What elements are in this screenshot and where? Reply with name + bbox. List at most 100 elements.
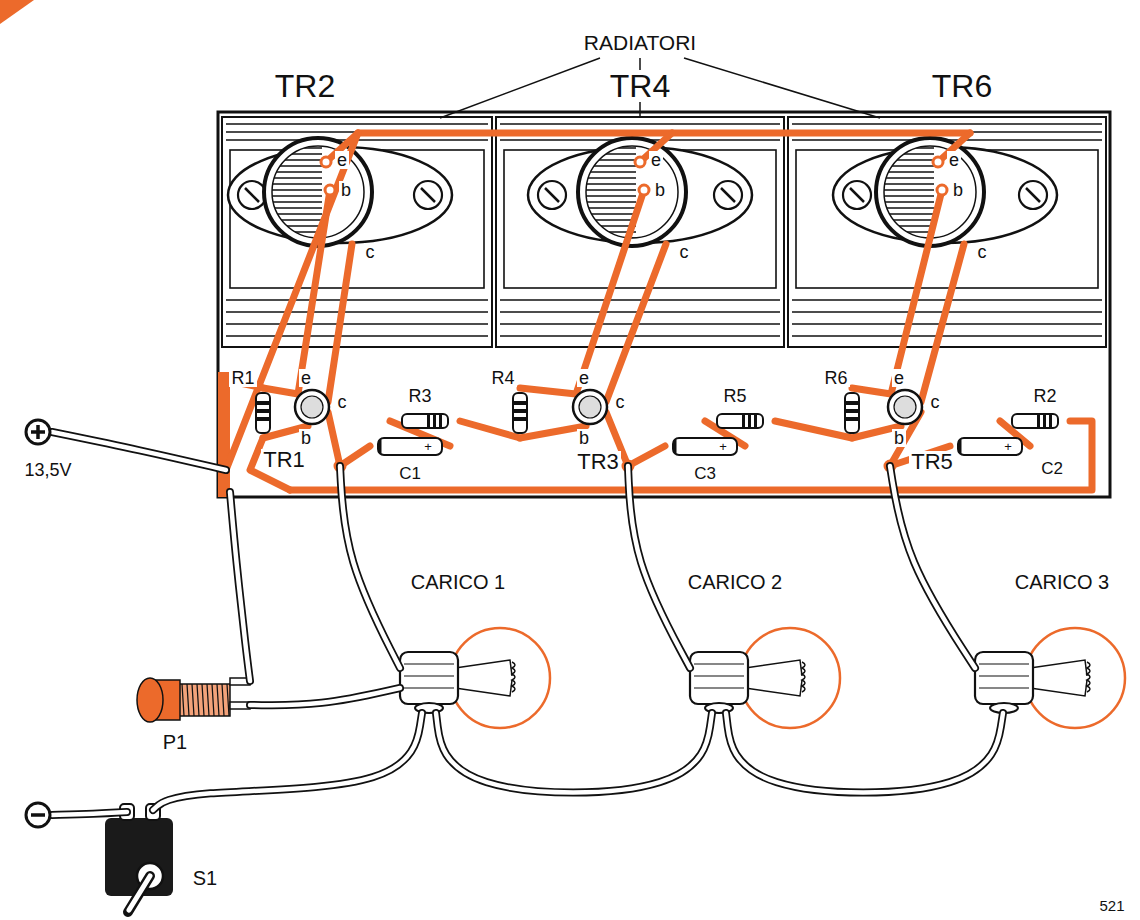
resistor-symbol (717, 414, 763, 428)
copper-trace (460, 421, 520, 438)
copper-trace (328, 244, 352, 402)
toggle-switch (105, 804, 173, 912)
pin-label: b (653, 181, 667, 199)
solder-pad (933, 157, 943, 167)
radiator-caption: RADIATORI (582, 32, 698, 53)
wire-core (52, 432, 226, 470)
copper-trace (775, 421, 852, 438)
solder-pad (937, 185, 947, 195)
wire (340, 466, 400, 668)
pin-label: e (947, 151, 961, 169)
small-transistor (573, 390, 607, 424)
page-number: 521 (1097, 898, 1126, 913)
small-transistor (295, 390, 329, 424)
copper-trace (358, 130, 970, 137)
pin-label: c (364, 243, 377, 261)
push-button (137, 678, 250, 722)
wire-core (52, 812, 127, 815)
load-label: CARICO 1 (409, 572, 507, 592)
pin-label: c (678, 243, 691, 261)
wire-core (436, 713, 712, 793)
resistor-label: R5 (721, 387, 748, 405)
copper-trace (290, 421, 1092, 490)
pin-label: b (577, 429, 591, 447)
wire-core (726, 713, 1003, 793)
capacitor-label: C3 (692, 465, 718, 482)
copper-trace (328, 412, 340, 466)
pin-label: c (929, 393, 942, 411)
button-label: P1 (161, 732, 189, 752)
wire (436, 713, 712, 793)
resistor-label: R4 (489, 369, 516, 387)
wire (153, 713, 422, 810)
leader-line (440, 58, 600, 118)
resistor-symbol (513, 393, 527, 433)
capacitor-symbol (378, 438, 442, 455)
wire-core (250, 688, 400, 705)
polarity-mark: + (422, 440, 434, 453)
negative-terminal (26, 803, 50, 827)
wire-core (890, 466, 975, 668)
resistor-label: R1 (229, 369, 256, 387)
capacitor-label: C1 (397, 465, 423, 482)
capacitor-symbol (673, 438, 737, 455)
circuit-board (218, 112, 1110, 497)
wire (890, 466, 975, 668)
copper-trace (226, 133, 358, 470)
wire-core (153, 713, 422, 810)
transistor-label: TR2 (273, 70, 337, 102)
capacitor-label: C2 (1039, 460, 1065, 477)
wire (52, 432, 226, 470)
leader-line (684, 58, 880, 118)
polarity-mark: + (717, 440, 729, 453)
transistor-label: TR4 (608, 70, 672, 102)
copper-trace (852, 388, 891, 394)
lamp-symbol (975, 628, 1125, 728)
pin-label: c (976, 243, 989, 261)
solder-pad (635, 157, 645, 167)
pin-label: b (951, 181, 965, 199)
resistor-label: R6 (822, 369, 849, 387)
resistor-symbol (845, 393, 859, 433)
pin-label: e (335, 151, 349, 169)
resistor-symbol (402, 414, 448, 428)
corner-mark (0, 0, 34, 24)
transistor-label: TR1 (261, 449, 307, 471)
transistor-label: TR5 (909, 451, 955, 473)
polarity-mark: + (1002, 440, 1014, 453)
resistor-symbol (256, 393, 270, 433)
wire-core (230, 492, 250, 681)
copper-trace (576, 190, 644, 394)
heat-sink (222, 117, 492, 347)
wire-core (628, 466, 690, 668)
capacitor-symbol (958, 438, 1022, 455)
load-label: CARICO 2 (686, 572, 784, 592)
transistor-label: TR6 (930, 70, 994, 102)
copper-trace (298, 190, 330, 394)
voltage-label: 13,5V (22, 461, 73, 479)
power-transistor (528, 138, 752, 246)
power-transistor (228, 138, 452, 246)
load-label: CARICO 3 (1013, 572, 1111, 592)
positive-terminal (26, 420, 50, 444)
wires (52, 432, 1003, 815)
pin-label: c (614, 393, 627, 411)
resistor-label: R3 (406, 387, 433, 405)
pin-label: b (339, 181, 353, 199)
wire (250, 688, 400, 705)
solder-pad (321, 157, 331, 167)
pin-label: e (577, 369, 591, 387)
pin-label: e (299, 369, 313, 387)
copper-trace (520, 388, 576, 394)
small-transistor (888, 390, 922, 424)
pin-label: c (336, 393, 349, 411)
resistor-symbol (1012, 414, 1058, 428)
pin-label: e (892, 369, 906, 387)
copper-trace (606, 244, 666, 402)
solder-pad (639, 185, 649, 195)
resistor-label: R2 (1031, 387, 1058, 405)
solder-pad (325, 185, 335, 195)
wire (726, 713, 1003, 793)
